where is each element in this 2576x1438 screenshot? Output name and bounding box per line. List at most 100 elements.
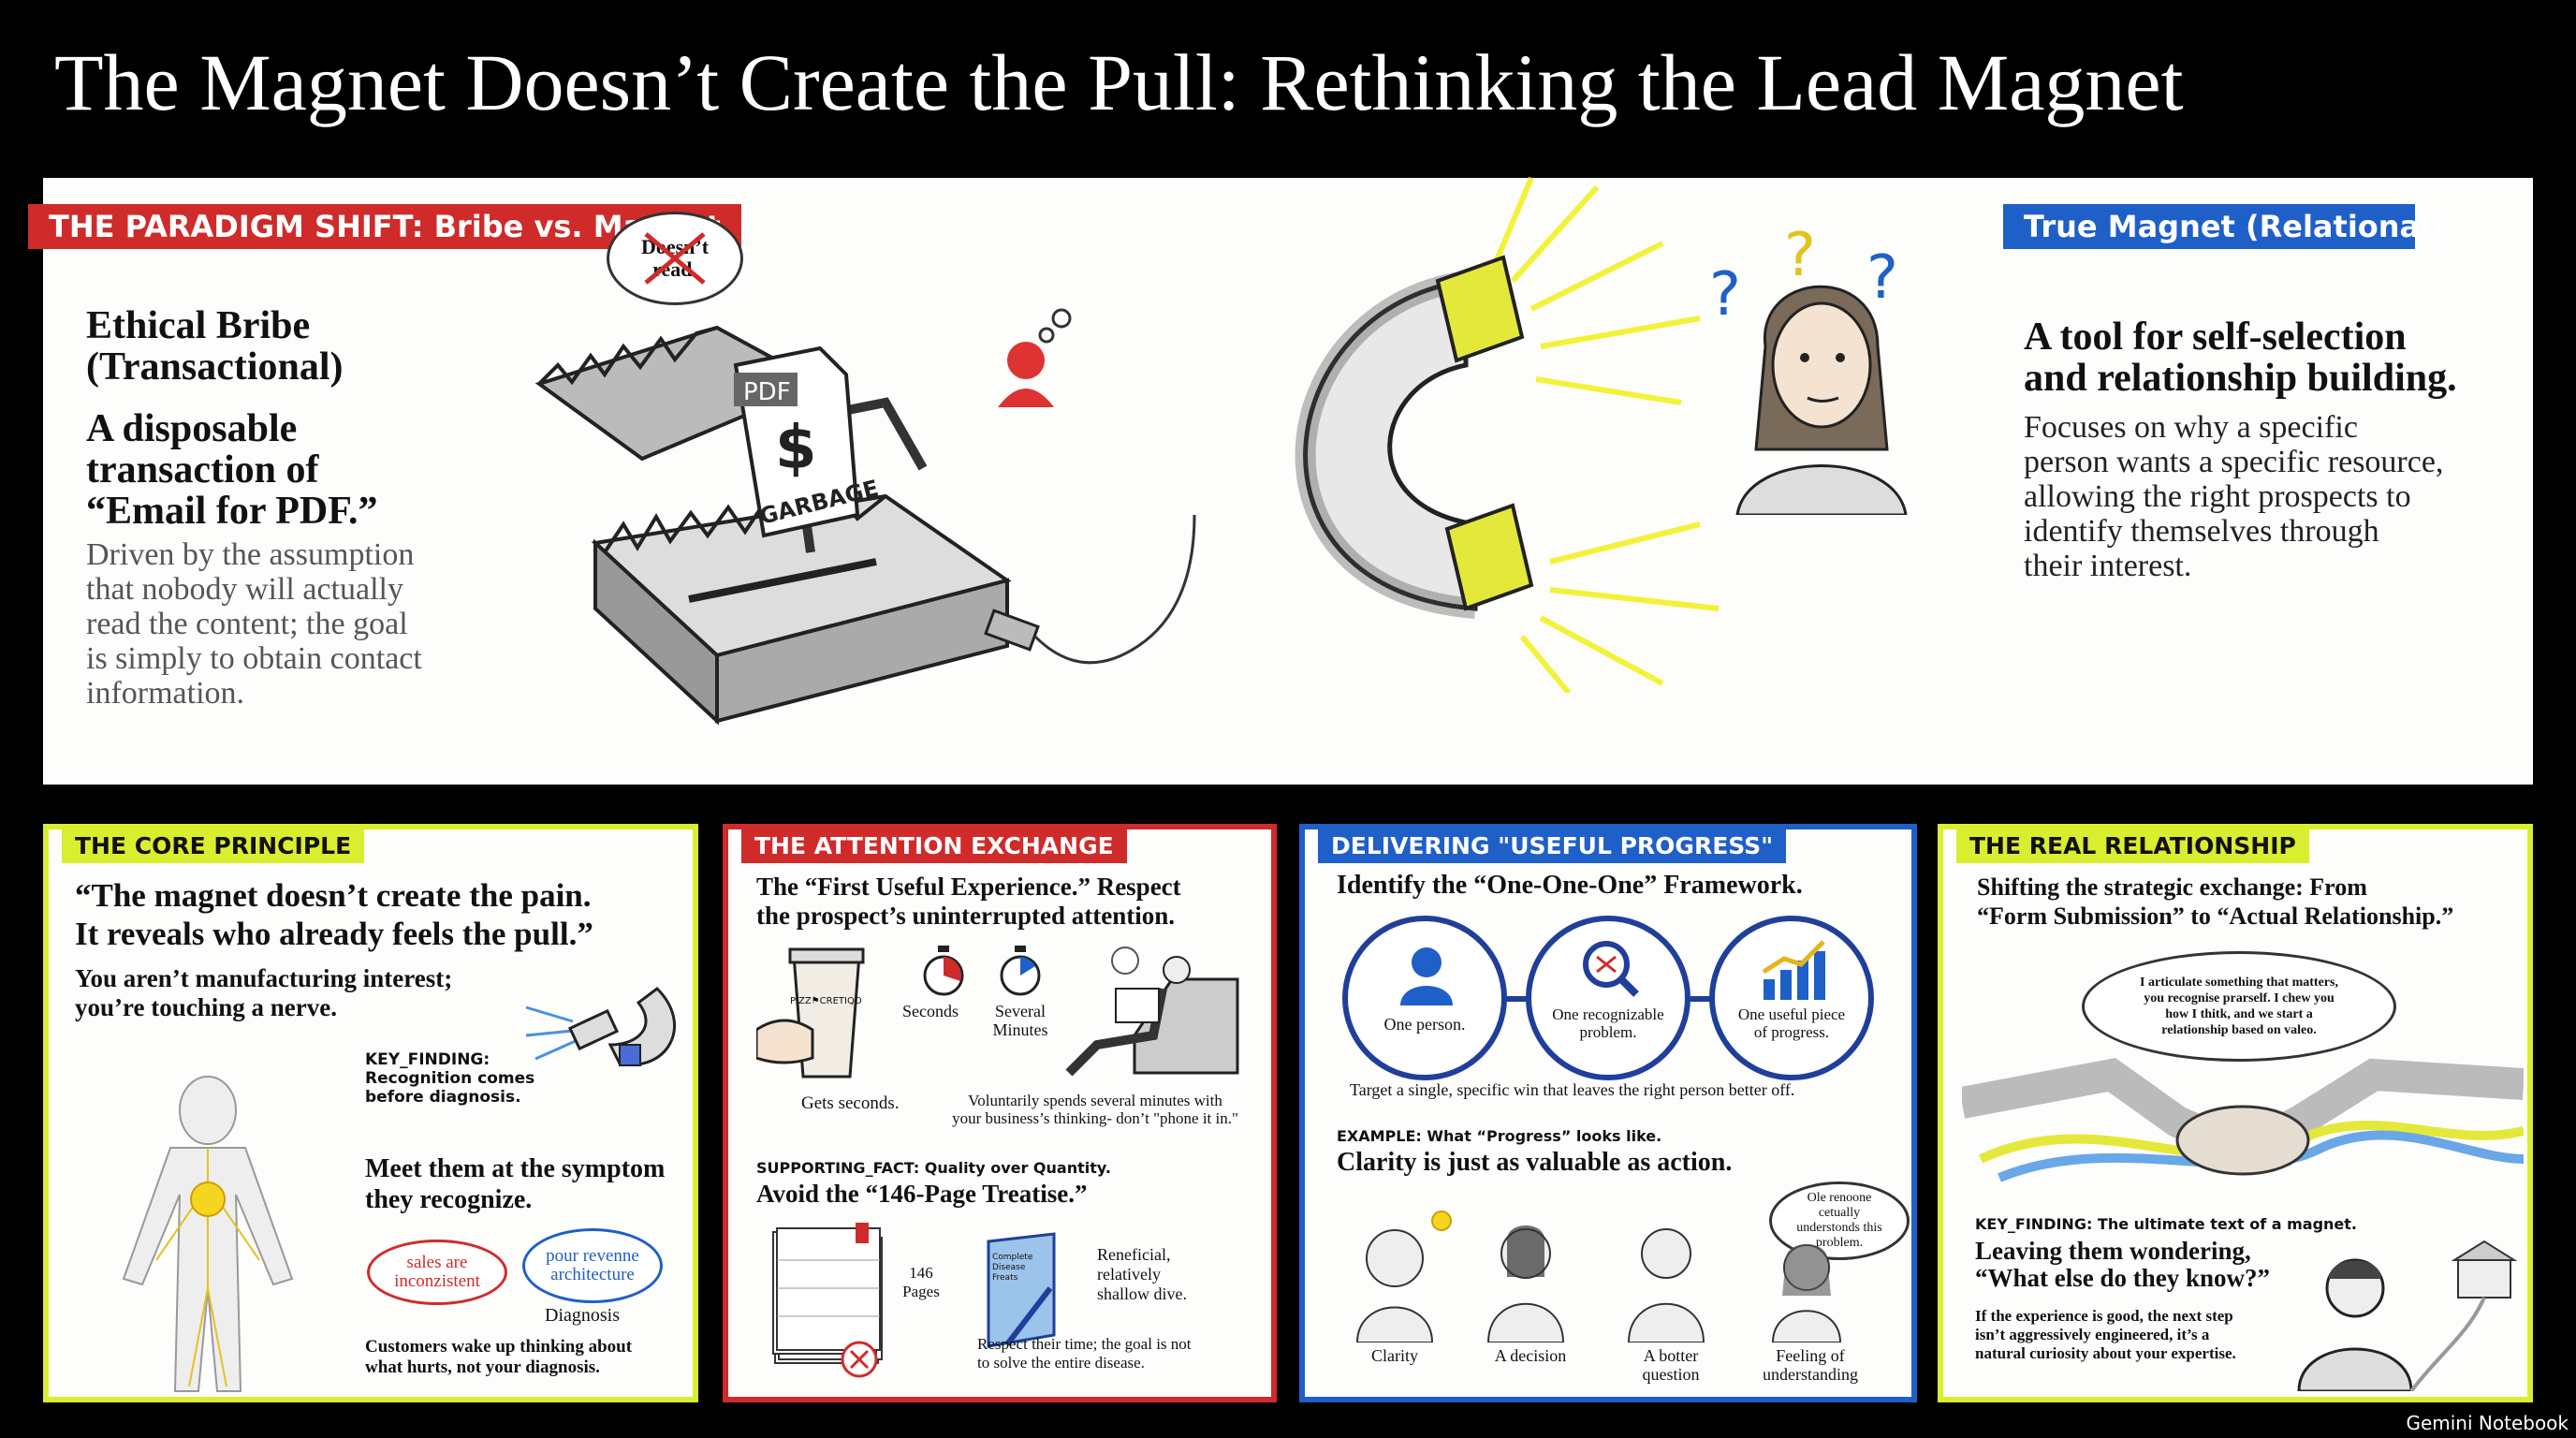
cross-out-icon [644, 232, 706, 285]
one-person-label: One person. [1383, 1015, 1466, 1034]
finding-line: Recognition comes [365, 1069, 535, 1088]
pdf-label: PDF [743, 378, 791, 406]
cloud-line: relationship based on valeo. [2161, 1023, 2317, 1037]
magnet-body-line: Focuses on why a specific [2024, 410, 2358, 445]
bribe-body: Driven by the assumption that nobody wil… [86, 537, 422, 711]
question-mark-icon: ? [1784, 221, 1816, 290]
magnet-body-line: allowing the right prospects to [2024, 479, 2411, 514]
useful-progress-card: DELIVERING "USEFUL PROGRESS" Identify th… [1299, 824, 1917, 1402]
seconds-label: Seconds [902, 1002, 959, 1020]
avoid-treatise: Avoid the “146-Page Treatise.” [756, 1180, 1088, 1208]
figure-understanding-line: Feeling of [1776, 1346, 1845, 1365]
gemini-notebook-logo: Gemini Notebook [2406, 1412, 2569, 1434]
bribe-heading-line: (Transactional) [86, 345, 344, 389]
figure-decision: A decision [1494, 1346, 1567, 1365]
figure-question-line: A botter [1643, 1346, 1699, 1365]
reading-man-illustration [1065, 946, 1239, 1077]
bribe-body-line: information. [86, 676, 245, 711]
supporting-fact: SUPPORTING_FACT: Quality over Quantity. [756, 1159, 1111, 1177]
figure-understanding: Feeling of understanding [1745, 1346, 1876, 1384]
true-magnet-tag: True Magnet (Relational) [2003, 204, 2444, 249]
one-progress-label: One useful piece of progress. [1715, 1005, 1868, 1041]
core-footnote: Customers wake up thinking about what hu… [365, 1337, 632, 1378]
one-person-circle: One person. [1342, 916, 1507, 1080]
page-count: 146 Pages [893, 1264, 949, 1301]
bribe-heading-line: Ethical Bribe [86, 304, 311, 347]
paper-stack-icon [772, 1223, 883, 1378]
handshake-illustration [1962, 1057, 2524, 1182]
page-title: The Magnet Doesn’t Create the Pull: Reth… [54, 37, 2184, 127]
clarity-heading: Clarity is just as valuable as action. [1337, 1148, 1733, 1177]
example-label: EXAMPLE: What “Progress” looks like. [1337, 1127, 1662, 1145]
bear-trap-illustration: PDF $ GARBAGE [534, 308, 1196, 726]
core-principle-card: THE CORE PRINCIPLE “The magnet doesn’t c… [43, 824, 698, 1402]
core-quote-line: “The magnet doesn’t create the pain. [75, 877, 592, 914]
one-progress-line: One useful piece [1737, 1005, 1846, 1023]
one-problem-label: One recognizable problem. [1531, 1005, 1685, 1041]
relationship-key-finding: KEY_FINDING: The ultimate text of a magn… [1975, 1215, 2358, 1233]
relationship-heading-line: “Form Submission” to “Actual Relationshi… [1977, 902, 2454, 930]
core-quote-line: It reveals who already feels the pull.” [75, 916, 593, 952]
one-progress-line: of progress. [1753, 1023, 1830, 1041]
several-minutes-line: Minutes [992, 1020, 1048, 1039]
voluntary-minutes-label: Voluntarily spends several minutes with … [936, 1092, 1254, 1127]
magnet-body-line: identify themselves through [2024, 514, 2379, 549]
voluntary-line: Voluntarily spends several minutes with [968, 1092, 1222, 1109]
core-principle-tag: THE CORE PRINCIPLE [62, 829, 365, 863]
booklet-label: Complete Disease Freats [992, 1253, 1033, 1283]
finding-line: KEY_FINDING: [365, 1050, 490, 1069]
figure-clarity: Clarity [1371, 1346, 1418, 1365]
horseshoe-magnet-icon [1295, 176, 1720, 693]
magnifier-icon [1583, 941, 1639, 997]
small-magnet-icon [525, 987, 676, 1066]
thinking-man-illustration [2297, 1240, 2518, 1391]
cloud-line: you recognise prarself. I chew you [2144, 991, 2334, 1005]
attention-exchange-tag: THE ATTENTION EXCHANGE [741, 829, 1127, 863]
symptom-bubble-text: sales are inconzistent [394, 1253, 480, 1291]
symptom-bubble-blue: pour revenne architecture [522, 1228, 663, 1303]
bribe-sub-line: “Email for PDF.” [86, 490, 378, 533]
beneficial-line: relatively [1097, 1265, 1161, 1284]
core-sub-line: you’re touching a nerve. [75, 993, 337, 1021]
real-relationship-tag: THE REAL RELATIONSHIP [1956, 829, 2309, 863]
magnet-heading-line: and relationship building. [2024, 357, 2457, 400]
relationship-body-line: natural curiosity about your expertise. [1975, 1344, 2236, 1362]
progress-heading: Identify the “One-One-One” Framework. [1337, 871, 1803, 900]
attention-heading-line: The “First Useful Experience.” Respect [756, 873, 1181, 901]
relationship-heading-line: Shifting the strategic exchange: From [1977, 873, 2367, 901]
magnet-heading-line: A tool for self-selection [2024, 315, 2407, 359]
useful-progress-tag: DELIVERING "USEFUL PROGRESS" [1318, 829, 1787, 863]
respect-time: Respect their time; the goal is not to s… [977, 1335, 1192, 1372]
booklet-icon [987, 1232, 1056, 1348]
figure-question-line: question [1642, 1365, 1700, 1384]
several-minutes-line: Several [995, 1002, 1046, 1020]
question-mark-icon: ? [1866, 243, 1898, 313]
bar-growth-icon [1762, 940, 1825, 1000]
core-foot-line: what hurts, not your diagnosis. [365, 1357, 600, 1377]
progress-figures-illustration [1355, 1211, 1842, 1343]
beneficial-line: shallow dive. [1097, 1284, 1187, 1303]
bribe-body-line: is simply to obtain contact [86, 641, 422, 676]
meet-line: Meet them at the symptom [365, 1154, 666, 1183]
meet-line: they recognize. [365, 1185, 533, 1214]
leaving-line: Leaving them wondering, [1975, 1237, 2251, 1265]
relationship-heading: Shifting the strategic exchange: From “F… [1977, 873, 2453, 931]
leaving-wondering: Leaving them wondering, “What else do th… [1975, 1238, 2270, 1292]
relationship-cloud: I articulate something that matters, you… [2082, 951, 2396, 1062]
figure-understanding-line: understanding [1763, 1365, 1858, 1384]
cup-label: PIZZ⚑CRETIQO [790, 996, 862, 1006]
bribe-body-line: read the content; the goal [86, 607, 408, 641]
magnet-heading: A tool for self-selection and relationsh… [2024, 316, 2457, 399]
stopwatch-icon [923, 946, 964, 996]
person-icon [1400, 947, 1453, 1005]
question-mark-icon: ? [1709, 260, 1741, 330]
bribe-body-line: that nobody will actually [86, 572, 403, 607]
respect-line: to solve the entire disease. [977, 1354, 1145, 1372]
coffee-cup-icon [756, 947, 865, 1078]
one-problem-line: One recognizable [1552, 1005, 1664, 1023]
dollar-sign: $ [775, 414, 817, 483]
paradigm-shift-tag: THE PARADIGM SHIFT: Bribe vs. Magnet [28, 204, 741, 249]
bribe-sub-line: A disposable [86, 407, 298, 450]
gets-seconds-label: Gets seconds. [801, 1093, 900, 1113]
one-problem-line: problem. [1579, 1023, 1637, 1041]
